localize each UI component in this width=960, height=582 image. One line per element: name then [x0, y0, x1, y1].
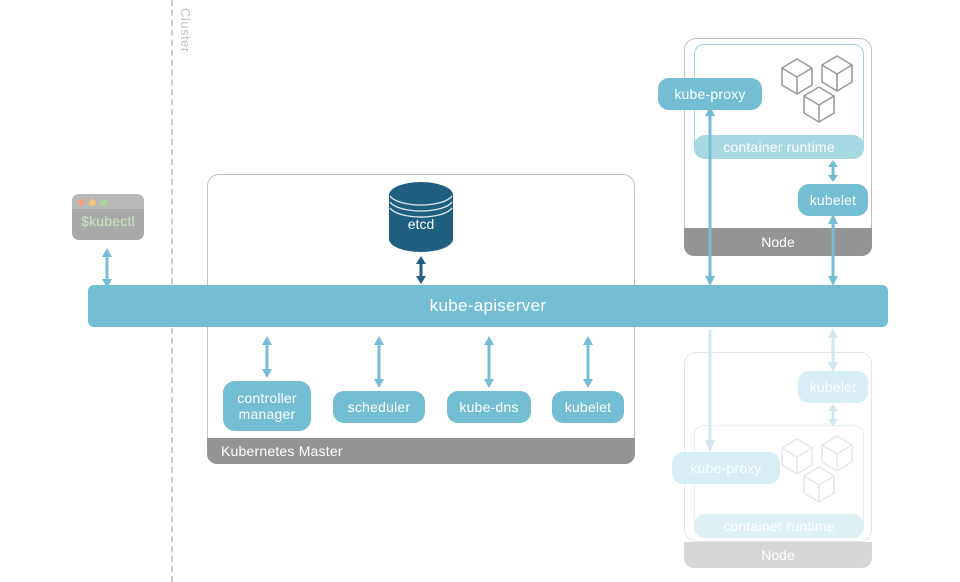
controller-manager-line2: manager: [238, 406, 296, 422]
maximize-dot-icon: [100, 198, 107, 206]
cluster-label: Cluster: [178, 8, 193, 53]
node-2-footer-label: Node: [684, 542, 872, 568]
arrow-node-1-runtime-kubelet: [825, 160, 841, 182]
arrow-apiserver-scheduler: [371, 336, 387, 388]
pill-kubelet-master[interactable]: kubelet: [552, 391, 624, 423]
node-1-container-runtime-label: container runtime: [694, 135, 864, 159]
arrow-node-1-kubeproxy-apiserver: [702, 106, 718, 286]
pill-controller-manager[interactable]: controller manager: [223, 381, 311, 431]
node-2-pill-kube-proxy[interactable]: kube-proxy: [672, 452, 780, 484]
terminal-titlebar: [72, 194, 144, 209]
etcd-database-icon: etcd: [388, 182, 454, 252]
arrow-apiserver-controller-manager: [259, 336, 275, 378]
arrow-apiserver-kube-dns: [481, 336, 497, 388]
node-2-pill-kubelet[interactable]: kubelet: [798, 371, 868, 403]
node-1-pods-icon: [778, 52, 862, 128]
arrow-kubectl-apiserver: [99, 248, 115, 288]
minimize-dot-icon: [89, 198, 96, 206]
node-2-container-runtime-label: container runtime: [694, 514, 864, 538]
kube-apiserver-bar[interactable]: kube-apiserver: [88, 285, 888, 327]
arrow-node-1-kubelet-apiserver: [825, 214, 841, 286]
arrow-etcd-apiserver: [413, 256, 429, 284]
node-2-card: [684, 352, 872, 542]
kubernetes-master-footer: Kubernetes Master: [207, 438, 635, 464]
pill-scheduler[interactable]: scheduler: [333, 391, 425, 423]
arrow-node-2-kubelet-runtime: [825, 404, 841, 426]
kubectl-terminal-window[interactable]: $kubectl: [72, 194, 144, 240]
pill-kube-dns[interactable]: kube-dns: [447, 391, 531, 423]
kubectl-prompt-text: $kubectl: [81, 213, 135, 229]
arrow-apiserver-node-2-kubeproxy: [702, 330, 718, 452]
etcd-label: etcd: [407, 216, 435, 232]
arrow-apiserver-kubelet: [580, 336, 596, 388]
node-1-pill-kube-proxy[interactable]: kube-proxy: [658, 78, 762, 110]
close-dot-icon: [78, 198, 85, 206]
node-1-footer-label: Node: [684, 228, 872, 256]
controller-manager-line1: controller: [237, 389, 297, 406]
node-2-pods-icon: [778, 432, 862, 508]
node-1-pill-kubelet[interactable]: kubelet: [798, 184, 868, 216]
arrow-apiserver-node-2-kubelet: [825, 328, 841, 372]
